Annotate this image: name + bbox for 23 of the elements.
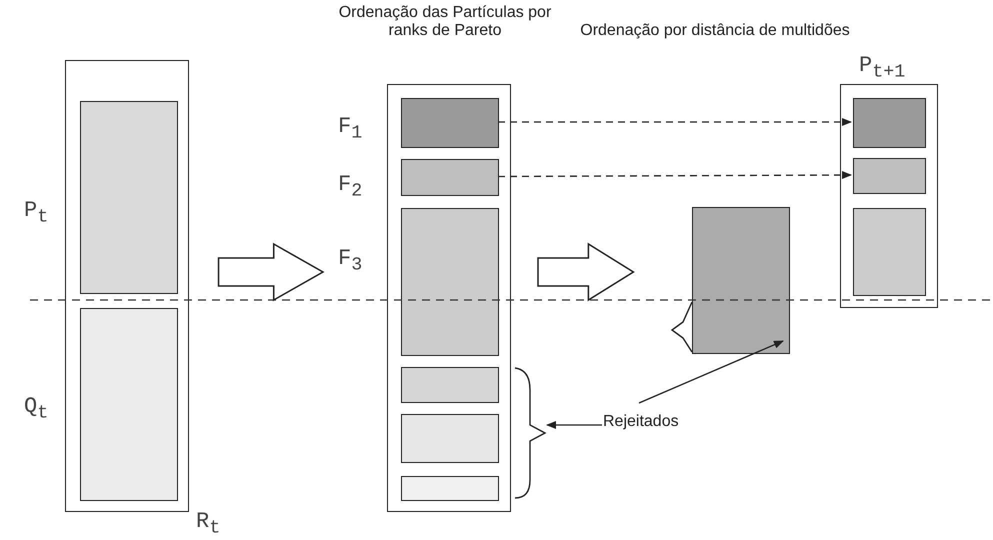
population-box <box>401 367 499 403</box>
set-label: F$_{3}$ <box>338 246 362 276</box>
set-label: P$_{t}$ <box>24 198 48 228</box>
leader-arrow <box>546 421 602 429</box>
population-box <box>853 158 926 194</box>
block-arrow <box>537 242 635 302</box>
leader-arrow <box>638 340 784 404</box>
population-box <box>692 207 790 354</box>
set-label: P$_{t+1}$ <box>859 53 906 82</box>
callout-text: Rejeitados <box>603 413 679 430</box>
population-box <box>853 208 926 296</box>
stage-title: Ordenação por distância de multidões <box>579 22 851 40</box>
block-arrow <box>218 242 324 302</box>
set-label: F$_{1}$ <box>338 114 362 144</box>
set-label: F$_{2}$ <box>338 172 362 202</box>
dashed-arrow <box>498 171 852 180</box>
dashed-arrow <box>498 118 852 126</box>
population-box <box>401 476 499 501</box>
population-box <box>401 414 499 463</box>
stage-title: Ordenação das Partículas por ranks de Pareto <box>338 4 552 40</box>
population-box <box>853 98 926 148</box>
set-label: R$_{t}$ <box>196 509 220 538</box>
set-label: Q$_{t}$ <box>24 394 48 424</box>
